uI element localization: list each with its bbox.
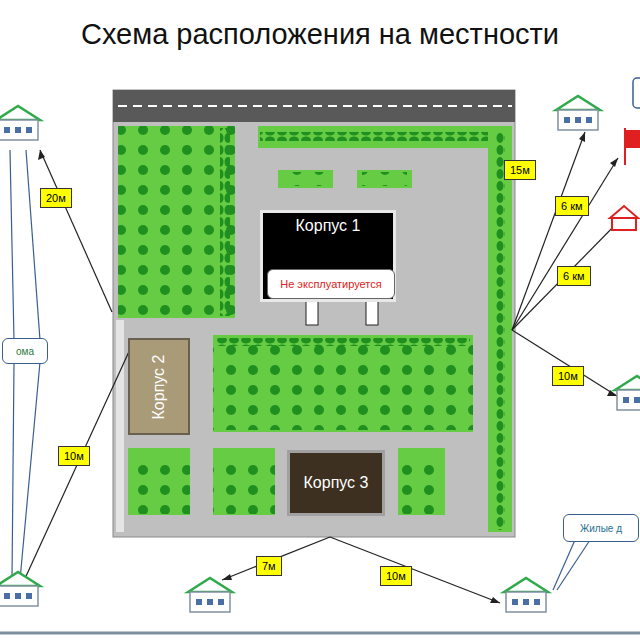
distance-label: 20м: [40, 188, 72, 208]
node-label: Корпус 3: [304, 474, 369, 492]
distance-label: 10м: [380, 566, 412, 586]
distance-label: 10м: [552, 366, 584, 386]
node-label: Корпус 2: [150, 354, 168, 419]
distance-label: 6 км: [555, 196, 589, 216]
residential-callout: ома: [2, 338, 48, 364]
building-box: Корпус 1 Не эксплуатируется: [260, 210, 396, 302]
node-label: Жилые д: [580, 523, 622, 534]
distance-label: 15м: [504, 160, 536, 180]
node-label: ома: [16, 346, 34, 357]
node-label: Не эксплуатируется: [280, 278, 381, 290]
building-box: Корпус 2: [128, 338, 190, 435]
node-label: Корпус 1: [296, 217, 361, 235]
page-title: Схема расположения на местности: [0, 18, 640, 51]
distance-label: 6 км: [557, 266, 591, 286]
distance-label: 7м: [256, 556, 282, 576]
residential-callout: Жилые д: [563, 514, 639, 542]
building-box: Корпус 3: [287, 450, 385, 516]
distance-label: 10м: [58, 446, 90, 466]
status-callout: Не эксплуатируется: [267, 269, 395, 299]
